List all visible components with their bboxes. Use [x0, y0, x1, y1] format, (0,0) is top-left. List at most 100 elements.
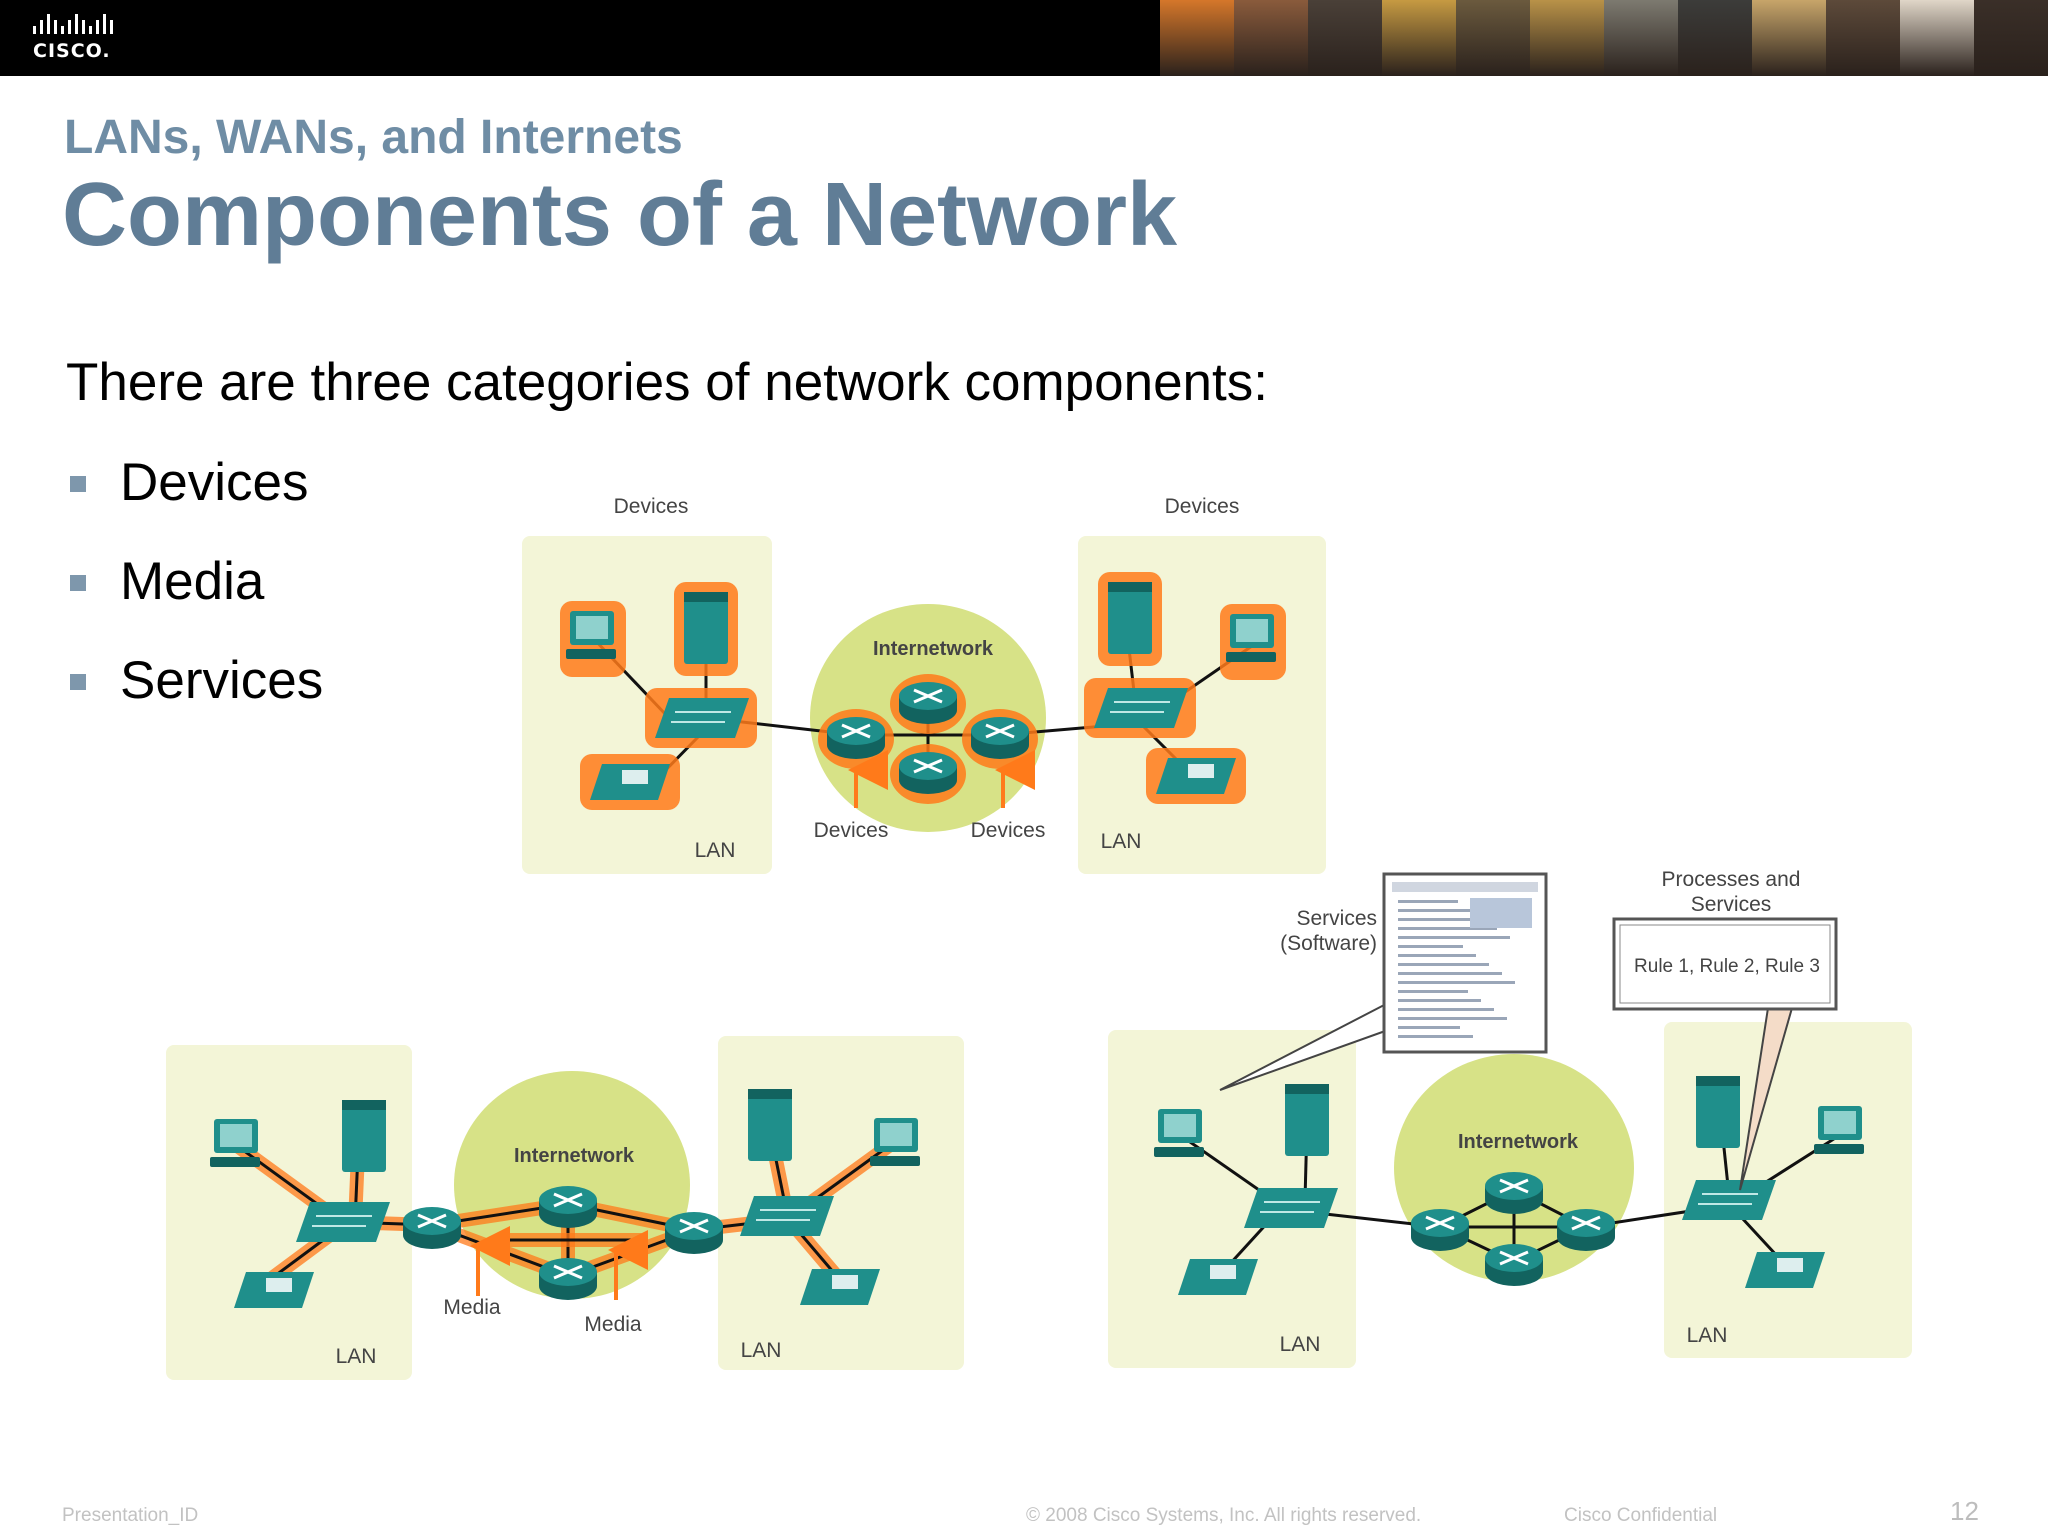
device-highlight — [645, 688, 757, 748]
server-top-icon — [684, 592, 728, 602]
router-icon — [971, 717, 1029, 745]
router-body-icon — [1411, 1223, 1469, 1237]
switch-icon — [655, 698, 749, 738]
switch-icon — [1094, 688, 1188, 728]
network-link — [653, 733, 702, 783]
device-highlight — [560, 601, 626, 677]
network-link — [1729, 1133, 1841, 1207]
switch-arrows-icon — [312, 1215, 372, 1227]
slide-title: Components of a Network — [62, 165, 1178, 265]
rules-box — [1612, 917, 1838, 1011]
router-body-icon — [1485, 1186, 1543, 1200]
network-link — [567, 1228, 695, 1278]
router-arrows-icon — [417, 1213, 447, 1229]
software-banner — [1470, 898, 1532, 928]
pc-keyboard-icon — [870, 1156, 920, 1166]
router-base-icon — [539, 1272, 597, 1300]
media-highlight — [348, 1123, 366, 1229]
server-top-icon — [1285, 1084, 1329, 1094]
software-text-line — [1398, 945, 1463, 948]
software-text-line — [1398, 936, 1510, 939]
software-text-line — [1398, 1035, 1473, 1038]
network-link — [1138, 721, 1195, 778]
media-highlight — [261, 1228, 337, 1288]
router-icon — [539, 1186, 597, 1214]
ip-phone-icon — [1156, 758, 1236, 794]
header-photo — [1604, 0, 1678, 76]
router-icon — [1485, 1172, 1543, 1200]
router-icon — [1557, 1209, 1615, 1237]
media-highlight — [425, 1197, 575, 1232]
router-arrows-icon — [1499, 1250, 1529, 1266]
router-body-icon — [403, 1221, 461, 1235]
header-photo — [1456, 0, 1530, 76]
lan-panel — [1078, 536, 1326, 874]
router-base-icon — [827, 731, 885, 759]
network-link — [567, 1202, 695, 1232]
media-highlight — [335, 1215, 439, 1232]
router-arrows-icon — [985, 723, 1015, 739]
router-base-icon — [665, 1226, 723, 1254]
server-icon — [1285, 1084, 1329, 1156]
server-icon — [748, 1089, 792, 1161]
switch-icon — [1244, 1188, 1338, 1228]
switch-arrows-icon — [1110, 701, 1170, 713]
footer-presentation-id: Presentation_ID — [62, 1505, 199, 1526]
header-photo — [1382, 0, 1456, 76]
header-photo — [1826, 0, 1900, 76]
label-media-2: Media — [584, 1313, 642, 1336]
router-base-icon — [1485, 1186, 1543, 1214]
intro-text: There are three categories of network co… — [66, 353, 1268, 412]
software-text-line — [1398, 1008, 1494, 1011]
internetwork-cloud — [810, 604, 1046, 832]
device-highlight — [1084, 678, 1196, 738]
server-icon — [1108, 582, 1152, 654]
switch-arrows-icon — [756, 1209, 816, 1221]
ip-phone-icon — [590, 764, 670, 800]
network-link — [706, 716, 857, 737]
network-link — [267, 1233, 331, 1283]
network-link — [1439, 1225, 1515, 1264]
router-arrows-icon — [553, 1192, 583, 1208]
ip-phone-keypad-icon — [1777, 1258, 1803, 1272]
network-link — [431, 1202, 569, 1227]
switch-icon — [1682, 1180, 1776, 1220]
server-icon — [1696, 1076, 1740, 1148]
header-photo — [1900, 0, 1974, 76]
lan-panel — [1664, 1022, 1912, 1358]
ip-phone-keypad-icon — [1188, 764, 1214, 778]
network-link — [693, 1217, 789, 1232]
pc-screen-icon — [1236, 619, 1268, 642]
network-link — [1126, 639, 1137, 701]
label-services-line2: (Software) — [1280, 932, 1377, 955]
software-text-line — [1398, 900, 1458, 903]
software-text-line — [1398, 927, 1497, 930]
network-link — [1585, 1203, 1731, 1229]
bullet-label: Services — [120, 651, 324, 710]
bullet-square-icon — [70, 674, 86, 690]
pc-screen-icon — [880, 1123, 912, 1146]
slide-subtitle: LANs, WANs, and Internets — [64, 111, 683, 164]
network-link — [1303, 1123, 1309, 1201]
switch-arrows-icon — [1260, 1201, 1320, 1213]
router-icon — [1485, 1244, 1543, 1272]
network-link — [1216, 1218, 1272, 1279]
router-base-icon — [539, 1200, 597, 1228]
software-text-line — [1398, 990, 1468, 993]
bullet-square-icon — [70, 476, 86, 492]
software-text-line — [1398, 1017, 1507, 1020]
server-top-icon — [748, 1089, 792, 1099]
pc-screen-icon — [576, 616, 608, 639]
label-media-1: Media — [443, 1296, 501, 1319]
bullet-label: Devices — [120, 453, 309, 512]
header-photo — [1234, 0, 1308, 76]
media-highlight — [763, 1123, 795, 1226]
internetwork-cloud — [1394, 1054, 1634, 1282]
media-highlight — [781, 1138, 897, 1226]
footer-confidential: Cisco Confidential — [1564, 1505, 1718, 1526]
software-text-line — [1398, 972, 1502, 975]
label-processes-line1: Processes and — [1662, 868, 1801, 891]
label-devices-top-left: Devices — [614, 495, 689, 518]
router-highlight — [962, 709, 1038, 769]
lan-panel — [166, 1045, 412, 1380]
